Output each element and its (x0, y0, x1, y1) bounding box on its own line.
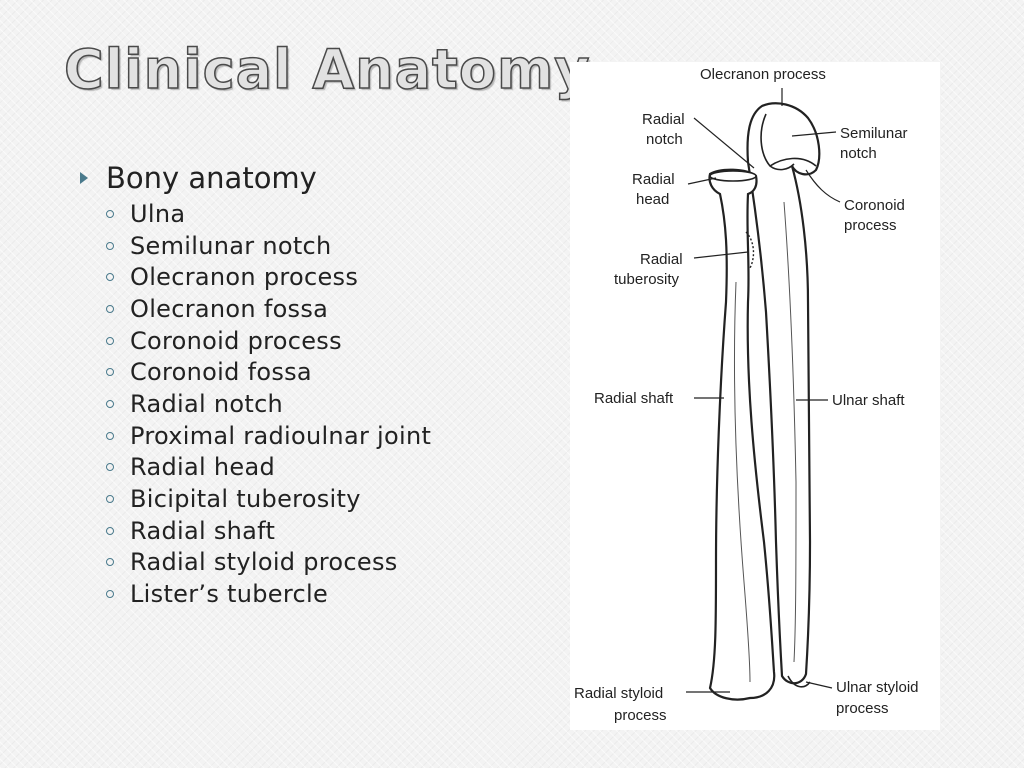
sub-bullet-text: Radial shaft (130, 517, 275, 545)
ring-bullet-icon (106, 305, 114, 313)
sub-bullet-text: Ulna (130, 200, 185, 228)
ring-bullet-icon (106, 400, 114, 408)
ring-bullet-icon (106, 337, 114, 345)
sub-bullet-text: Coronoid fossa (130, 358, 312, 386)
forearm-bones-figure: Olecranon process Radial notch Semilunar… (570, 62, 940, 730)
sub-bullet: Proximal radioulnar joint (106, 420, 431, 452)
main-bullet-text: Bony anatomy (106, 161, 317, 195)
label-semilunar-notch-line2: notch (840, 145, 877, 162)
label-semilunar-notch-line1: Semilunar (840, 125, 908, 142)
sub-bullet: Bicipital tuberosity (106, 483, 431, 515)
label-coronoid-process-line1: Coronoid (844, 197, 905, 214)
ring-bullet-icon (106, 432, 114, 440)
label-radial-tuberosity-line1: Radial (640, 251, 683, 268)
sub-bullet: Radial shaft (106, 515, 431, 547)
label-ulnar-shaft: Ulnar shaft (832, 392, 905, 409)
ring-bullet-icon (106, 463, 114, 471)
sub-bullet-text: Radial notch (130, 390, 283, 418)
main-bullet: Bony anatomy (74, 160, 431, 196)
label-radial-notch-line2: notch (646, 131, 683, 148)
label-radial-tuberosity-line2: tuberosity (614, 271, 680, 288)
sub-bullet-text: Bicipital tuberosity (130, 485, 361, 513)
label-radial-head-line1: Radial (632, 171, 675, 188)
label-radial-styloid-line1: Radial styloid (574, 685, 663, 702)
ring-bullet-icon (106, 495, 114, 503)
label-ulnar-styloid-line1: Ulnar styloid (836, 679, 919, 696)
sub-bullet: Coronoid fossa (106, 356, 431, 388)
sub-bullet-text: Coronoid process (130, 327, 342, 355)
bullet-list: Bony anatomy Ulna Semilunar notch Olecra… (74, 160, 431, 610)
sub-bullet: Ulna (106, 198, 431, 230)
sub-bullet-text: Radial head (130, 453, 275, 481)
leader-ulnar-styloid (806, 682, 832, 688)
sub-bullet: Lister’s tubercle (106, 578, 431, 610)
label-radial-head-line2: head (636, 191, 669, 208)
label-radial-notch-line1: Radial (642, 111, 685, 128)
sub-bullet: Radial notch (106, 388, 431, 420)
leader-coronoid-process (806, 170, 840, 202)
forearm-bones-illustration: Olecranon process Radial notch Semilunar… (570, 62, 940, 730)
ring-bullet-icon (106, 273, 114, 281)
sub-bullet: Radial styloid process (106, 547, 431, 579)
ring-bullet-icon (106, 527, 114, 535)
triangle-bullet-icon (80, 172, 88, 184)
ring-bullet-icon (106, 590, 114, 598)
label-olecranon-process: Olecranon process (700, 66, 826, 83)
sub-bullet-text: Olecranon fossa (130, 295, 328, 323)
leader-radial-notch (694, 118, 754, 168)
label-radial-shaft: Radial shaft (594, 390, 674, 407)
sub-bullet: Coronoid process (106, 325, 431, 357)
ring-bullet-icon (106, 558, 114, 566)
slide-title: Clinical Anatomy (64, 38, 590, 101)
sub-bullet-text: Olecranon process (130, 263, 358, 291)
ring-bullet-icon (106, 242, 114, 250)
label-coronoid-process-line2: process (844, 217, 897, 234)
ring-bullet-icon (106, 210, 114, 218)
sub-bullet-text: Radial styloid process (130, 548, 398, 576)
label-ulnar-styloid-line2: process (836, 700, 889, 717)
label-radial-styloid-line2: process (614, 707, 667, 724)
sub-bullet: Radial head (106, 452, 431, 484)
sub-bullet-text: Semilunar notch (130, 232, 332, 260)
sub-bullet: Olecranon process (106, 261, 431, 293)
sub-bullet: Semilunar notch (106, 230, 431, 262)
sub-bullet: Olecranon fossa (106, 293, 431, 325)
ring-bullet-icon (106, 368, 114, 376)
sub-bullet-text: Proximal radioulnar joint (130, 422, 431, 450)
sub-bullet-text: Lister’s tubercle (130, 580, 328, 608)
radial-head-shape (710, 171, 756, 181)
sub-bullet-list: Ulna Semilunar notch Olecranon process O… (74, 198, 431, 610)
